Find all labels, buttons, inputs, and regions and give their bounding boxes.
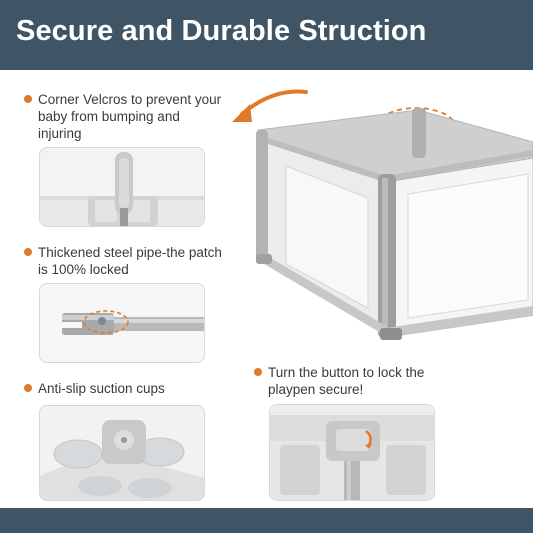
suction-cups-image bbox=[39, 405, 205, 501]
header-band: Secure and Durable Struction bbox=[0, 0, 533, 70]
velcro-detail-image bbox=[39, 147, 205, 227]
feature-lock-button: Turn the button to lock the playpen secu… bbox=[254, 364, 454, 398]
feature-text: Thickened steel pipe-the patch is 100% l… bbox=[38, 245, 222, 277]
feature-text: Corner Velcros to prevent your baby from… bbox=[38, 92, 222, 141]
feature-text: Turn the button to lock the playpen secu… bbox=[268, 365, 425, 397]
bullet-dot bbox=[254, 368, 262, 376]
bullet-dot bbox=[24, 95, 32, 103]
bullet-dot bbox=[24, 248, 32, 256]
lock-button-image bbox=[269, 404, 435, 501]
feature-text: Anti-slip suction cups bbox=[38, 381, 165, 396]
feature-corner-velcros: Corner Velcros to prevent your baby from… bbox=[24, 91, 224, 142]
steel-pipe-image bbox=[39, 283, 205, 363]
feature-suction-cups: Anti-slip suction cups bbox=[24, 380, 224, 397]
page-title: Secure and Durable Struction bbox=[16, 15, 427, 47]
footer-band bbox=[0, 508, 533, 533]
playpen-illustration bbox=[228, 78, 533, 348]
feature-steel-pipe: Thickened steel pipe-the patch is 100% l… bbox=[24, 244, 224, 278]
bullet-dot bbox=[24, 384, 32, 392]
